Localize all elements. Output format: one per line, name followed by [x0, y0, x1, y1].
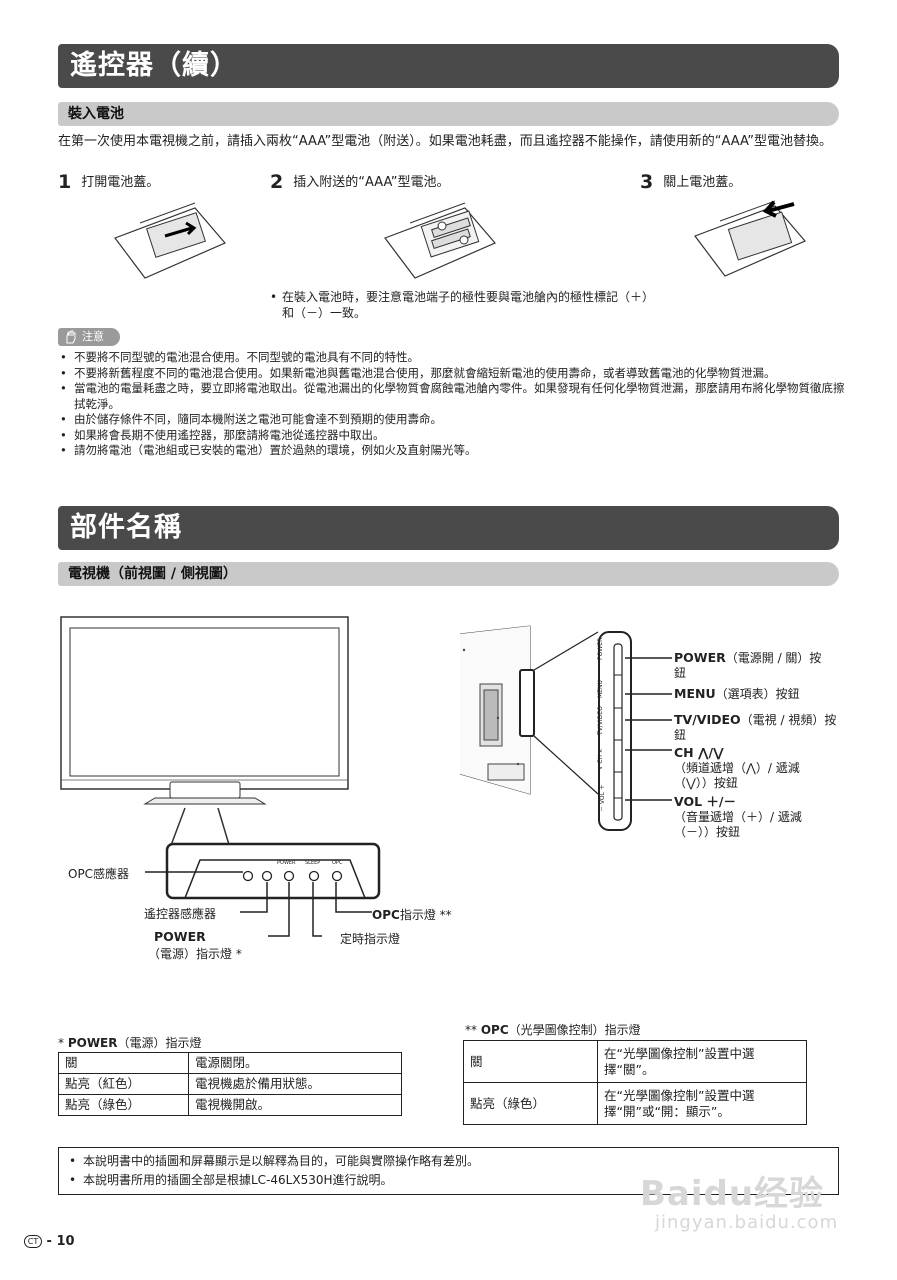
callout-ch-button: CH ⋀/⋁（頻道遞增（⋀）/ 遞減（⋁））按鈕	[674, 745, 800, 790]
table-row: 點亮（綠色）電視機開啟。	[58, 1094, 402, 1116]
tv-side-view-illustration	[459, 625, 599, 795]
table-row: 點亮（綠色）在“光學圖像控制”設置中選擇“開”或“開：顯示”。	[463, 1082, 807, 1125]
list-item: 不要將不同型號的電池混合使用。不同型號的電池具有不同的特性。	[58, 350, 848, 366]
subsection-title-batteries: 裝入電池	[58, 102, 839, 126]
timer-indicator-label: 定時指示燈	[340, 932, 401, 946]
table-row: 點亮（紅色）電視機處於備用狀態。	[58, 1073, 402, 1095]
list-item: 不要將新舊程度不同的電池混合使用。如果新電池與舊電池混合使用，那麼就會縮短新電池…	[58, 366, 848, 382]
callout-tvvideo-button: TV/VIDEO（電視 / 視頻）按鈕	[674, 712, 837, 742]
footnote-item: 本說明書中的插圖和屏幕顯示是以解釋為目的，可能與實際操作略有差別。	[69, 1152, 828, 1171]
power-indicator-sublabel: （電源）指示燈 *	[148, 947, 242, 961]
callout-menu-button: MENU（選項表）按鈕	[674, 686, 800, 701]
list-item: 請勿將電池（電池組或已安裝的電池）置於過熱的環境，例如火及直射陽光等。	[58, 443, 848, 459]
callout-vol-button: VOL ＋/－（音量遞增（＋）/ 遞減（－））按鈕	[674, 794, 802, 839]
hand-caution-icon	[66, 330, 76, 344]
watermark-logo: Baidu经验	[640, 1174, 825, 1214]
strip-label-power: POWER	[597, 637, 604, 660]
list-item: 當電池的電量耗盡之時，要立即將電池取出。從電池漏出的化學物質會腐蝕電池艙內零件。…	[58, 381, 848, 412]
front-panel-detail	[165, 842, 381, 900]
list-item: 如果將會長期不使用遙控器，那麼請將電池從遙控器中取出。	[58, 428, 848, 444]
side-button-leader-lines	[625, 657, 672, 801]
front-panel-leader-lines	[145, 871, 372, 937]
table1-caption: * POWER（電源）指示燈	[58, 1036, 202, 1050]
opc-sensor-label: OPC感應器	[68, 867, 130, 881]
callout-power-button: POWER（電源開 / 關）按鈕	[674, 650, 822, 680]
page-number: CT - 10	[24, 1234, 75, 1249]
side-control-strip	[598, 631, 632, 831]
front-panel-zoom-lines	[169, 807, 231, 849]
remote-sensor-label: 遙控器感應器	[144, 907, 217, 921]
remote-insert-batteries-illustration	[384, 202, 496, 279]
power-indicator-label: POWER	[154, 929, 206, 944]
section-title-parts: 部件名稱	[58, 506, 839, 550]
footnote-item: 本說明書所用的插圖全部是根據LC-46LX530H進行說明。	[69, 1171, 828, 1190]
footnote-box: 本說明書中的插圖和屏幕顯示是以解釋為目的，可能與實際操作略有差別。 本說明書所用…	[58, 1147, 839, 1195]
tv-front-view-illustration	[60, 616, 349, 805]
watermark-url: jingyan.baidu.com	[655, 1212, 839, 1233]
strip-label-ch: ∨ CH ∧	[597, 748, 604, 770]
table-row: 關電源關閉。	[58, 1052, 402, 1074]
caution-badge: 注意	[58, 328, 120, 346]
opc-indicator-label: OPC指示燈 **	[372, 908, 452, 922]
region-badge: CT	[24, 1235, 42, 1248]
strip-label-menu: MENU	[597, 680, 604, 698]
table-row: 關在“光學圖像控制”設置中選擇“關”。	[463, 1040, 807, 1083]
remote-close-cover-illustration	[694, 200, 806, 277]
section-title-remote: 遙控器（續）	[58, 44, 839, 88]
strip-label-tvvideo: TV/VIDEO	[597, 706, 604, 735]
polarity-note: •在裝入電池時，要注意電池端子的極性要與電池艙內的極性標記（＋）和（－）一致。	[270, 290, 649, 320]
list-item: 由於儲存條件不同，隨同本機附送之電池可能會達不到預期的使用壽命。	[58, 412, 848, 428]
led-label-sleep: SLEEP	[305, 860, 321, 866]
table2-caption: ** OPC（光學圖像控制）指示燈	[465, 1023, 641, 1037]
strip-label-vol: － VOL ＋	[599, 784, 606, 812]
led-label-power: POWER	[277, 860, 296, 866]
led-label-opc: OPC	[332, 860, 343, 866]
subsection-title-tv-views: 電視機（前視圖 / 側視圖）	[58, 562, 839, 586]
battery-intro-text: 在第一次使用本電視機之前，請插入兩枚“AAA”型電池（附送）。如果電池耗盡，而且…	[58, 134, 833, 149]
power-indicator-table: 關電源關閉。 點亮（紅色）電視機處於備用狀態。 點亮（綠色）電視機開啟。	[58, 1052, 402, 1116]
caution-list: 不要將不同型號的電池混合使用。不同型號的電池具有不同的特性。 不要將新舊程度不同…	[58, 350, 848, 459]
opc-indicator-table: 關在“光學圖像控制”設置中選擇“關”。 點亮（綠色）在“光學圖像控制”設置中選擇…	[463, 1040, 807, 1125]
remote-open-cover-illustration	[114, 202, 226, 279]
